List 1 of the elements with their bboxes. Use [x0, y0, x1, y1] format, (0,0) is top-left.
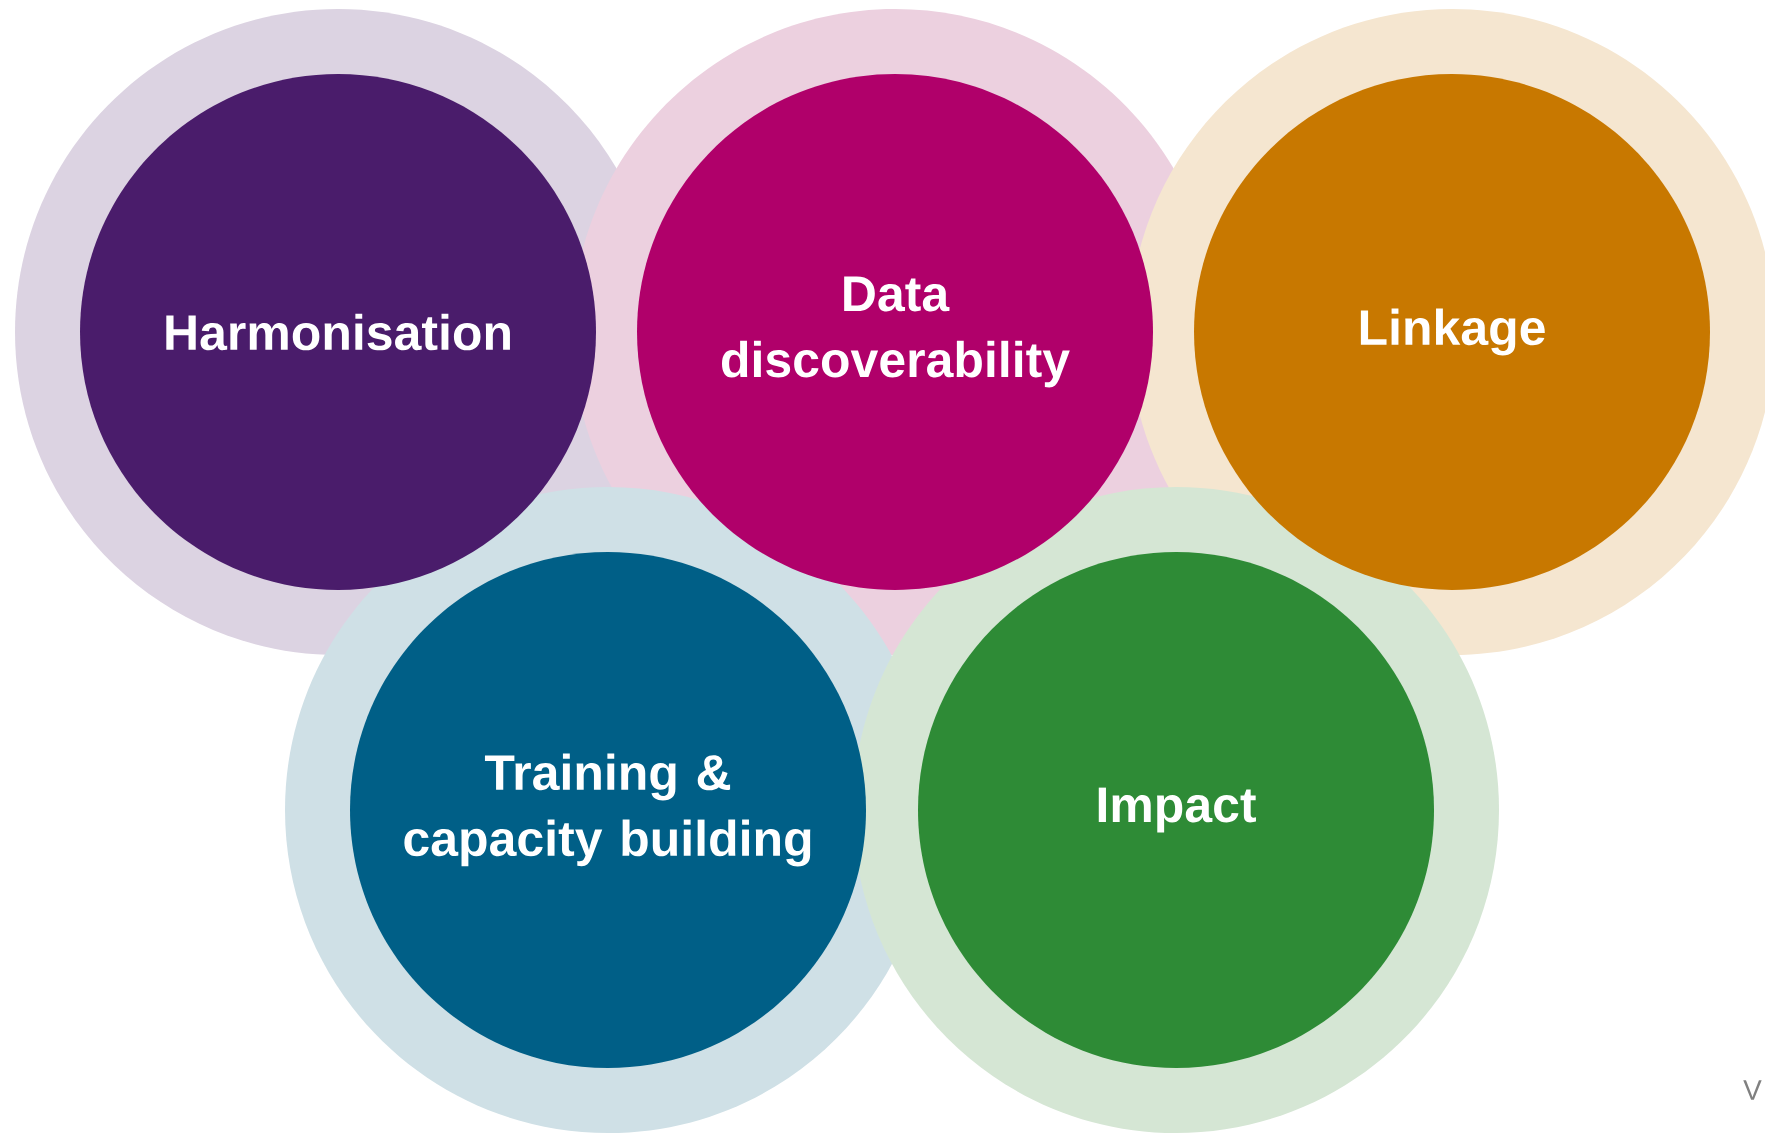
text-fragment: V [1743, 1080, 1762, 1100]
